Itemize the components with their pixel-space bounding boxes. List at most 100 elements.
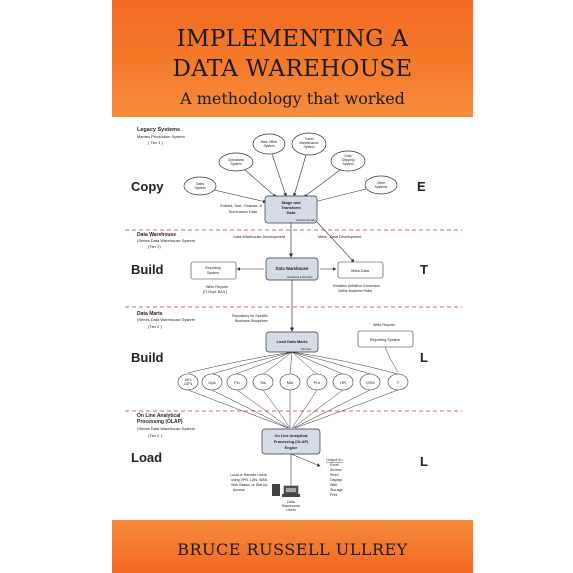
olap-box-l3: Engine bbox=[285, 446, 298, 450]
reporting-system-dw: Reporting System bbox=[190, 261, 237, 280]
dm-title: Data Marts bbox=[137, 311, 163, 317]
olap-box-l2: Processing (OLAP) bbox=[274, 440, 309, 444]
dw-dev-label: Data Warehouse Development bbox=[233, 235, 286, 239]
output-item-access: Access bbox=[330, 468, 342, 472]
reporting-dw-l2: System bbox=[207, 271, 219, 275]
marts-row: AR's CSF's Ops Fin Sls Mkt Pur HR CRM T bbox=[177, 373, 409, 391]
mart-ops-label: Ops bbox=[208, 380, 215, 385]
subtitle: A methodology that worked bbox=[180, 89, 405, 108]
source-back-office: Back Office System bbox=[252, 133, 286, 155]
users-note-l3: Web Based, or Dial Up bbox=[231, 483, 268, 487]
dw-line-1: (Series Data Warehouse System bbox=[137, 238, 196, 243]
mart-hr-label: HR bbox=[340, 380, 346, 385]
source-other: Other Systems bbox=[364, 175, 398, 195]
source-travel-l1: Travel bbox=[304, 137, 313, 141]
olap-line-2: (Tier 2 ) bbox=[148, 433, 163, 438]
olap-box-l1: On Line Analytical bbox=[275, 434, 308, 438]
extract-note-l2: Summarize Data bbox=[229, 210, 258, 214]
meta-note-l1: Establish Definition Consensus bbox=[333, 284, 380, 288]
title-line-1: IMPLEMENTING A bbox=[176, 26, 409, 52]
stage-l1: Stage and bbox=[281, 200, 301, 205]
olap-title-2: Processing (OLAP) bbox=[137, 419, 183, 425]
source-travel-l2: Maintenance bbox=[300, 141, 319, 145]
stage-l2: Transform bbox=[281, 205, 301, 210]
output-item-word: Word bbox=[330, 473, 339, 477]
stage-label-t: T bbox=[420, 262, 428, 277]
legacy-title: Legacy Systems bbox=[137, 127, 180, 133]
reporting-system-dm: Reporting System bbox=[357, 330, 414, 348]
meta-note-l2: Define Business Rules bbox=[338, 289, 372, 293]
source-sales-l2: System bbox=[195, 186, 206, 190]
meta-box-label: Meta-Data bbox=[351, 269, 370, 273]
marts-fan-in bbox=[187, 389, 399, 429]
dm-box-tag: Flat Files bbox=[301, 347, 312, 351]
users-computer-icon bbox=[272, 484, 300, 497]
users-note-l4: Access bbox=[233, 488, 245, 492]
dm-line-1: (Series Data Warehouse System bbox=[137, 317, 196, 322]
source-sales-l1: Sales bbox=[196, 182, 205, 186]
stage-label-l-2: L bbox=[420, 454, 428, 469]
cover-top-band bbox=[112, 0, 473, 117]
stage-label-build-2: Build bbox=[131, 350, 164, 365]
write-reports-dm: Write Reports bbox=[373, 323, 395, 327]
title-line-2: DATA WAREHOUSE bbox=[172, 56, 413, 82]
users-label-l1: Data bbox=[287, 500, 295, 504]
dw-box-label: Data Warehouse bbox=[276, 266, 309, 271]
mart-ar-l1: AR's bbox=[185, 378, 192, 382]
source-operations: Operations System bbox=[218, 152, 254, 172]
output-item-excel: Excel bbox=[330, 463, 339, 467]
repository-note-l1: Repository for Specific bbox=[232, 314, 268, 318]
users-label-l2: Warehouse bbox=[282, 504, 300, 508]
olap-line-1: (Series Data Warehouse System bbox=[137, 426, 196, 431]
cover-bottom-band bbox=[112, 520, 473, 573]
dw-line-2: (Tier 2) bbox=[148, 244, 161, 249]
output-title: Output to: bbox=[326, 458, 343, 462]
legacy-line-1: Mantec Production System bbox=[137, 134, 185, 139]
source-travel-l3: System bbox=[304, 145, 315, 149]
meta-data-box: Meta-Data bbox=[337, 261, 384, 279]
mart-sls-label: Sls bbox=[260, 380, 266, 385]
stage-label-build-1: Build bbox=[131, 262, 164, 277]
output-item-storage: Storage bbox=[330, 488, 343, 492]
mart-ar-l2: CSF's bbox=[184, 382, 193, 386]
reporting-dm-label: Reporting System bbox=[370, 338, 400, 342]
data-warehouse-box: Data Warehouse Relational & Flat Files bbox=[265, 257, 319, 281]
load-data-marts-box: Load Data Marts Flat Files bbox=[265, 331, 319, 353]
output-item-display: Display bbox=[330, 478, 342, 482]
author-name: BRUCE RUSSELL ULLREY bbox=[177, 540, 408, 559]
marts-fan-out bbox=[187, 346, 399, 375]
stage-tag: Relational Files bbox=[296, 218, 316, 222]
mart-t-label: T bbox=[397, 380, 400, 385]
source-arrows bbox=[213, 153, 367, 204]
source-back-office-l2: System bbox=[264, 144, 275, 148]
dm-line-2: (Tier 2 ) bbox=[148, 324, 163, 329]
source-other-l2: Systems bbox=[375, 185, 388, 189]
stage-label-copy: Copy bbox=[131, 179, 164, 194]
write-reports-dw-l2: (IT Dept. BA's ) bbox=[203, 290, 227, 294]
users-label-l3: Users bbox=[286, 508, 296, 512]
users-note-l2: using VPN, LAN, WAN, bbox=[231, 478, 268, 482]
legacy-line-2: ( Tier 1 ) bbox=[148, 140, 164, 145]
source-data-shipping-l2: Shipping bbox=[342, 158, 355, 162]
users-note-l1: Local or Remote Users bbox=[230, 473, 267, 477]
mart-fin-label: Fin bbox=[234, 380, 240, 385]
source-operations-l2: System bbox=[231, 162, 242, 166]
source-operations-l1: Operations bbox=[228, 158, 244, 162]
source-sales: Sales System bbox=[183, 176, 217, 196]
write-reports-dw-l1: Write Reports bbox=[206, 285, 228, 289]
stage-label-load: Load bbox=[131, 450, 162, 465]
stage-label-e: E bbox=[417, 179, 426, 194]
stage-label-l-1: L bbox=[420, 350, 428, 365]
extract-note-l1: Extract, Sort, Cleanse, & bbox=[220, 204, 262, 208]
source-other-l1: Other bbox=[377, 181, 386, 185]
source-data-shipping-l1: Data bbox=[345, 154, 352, 158]
repository-note-l2: Business Disciplines bbox=[235, 319, 268, 323]
stage-l3: Data bbox=[287, 210, 296, 215]
stage-transform-box: Stage and Transform Data Relational File… bbox=[264, 195, 318, 224]
dw-box-tag: Relational & Flat Files bbox=[287, 275, 313, 279]
output-item-print: Print bbox=[330, 493, 337, 497]
source-back-office-l1: Back Office bbox=[261, 140, 278, 144]
source-travel-maintenance: Travel Maintenance System bbox=[291, 132, 327, 156]
